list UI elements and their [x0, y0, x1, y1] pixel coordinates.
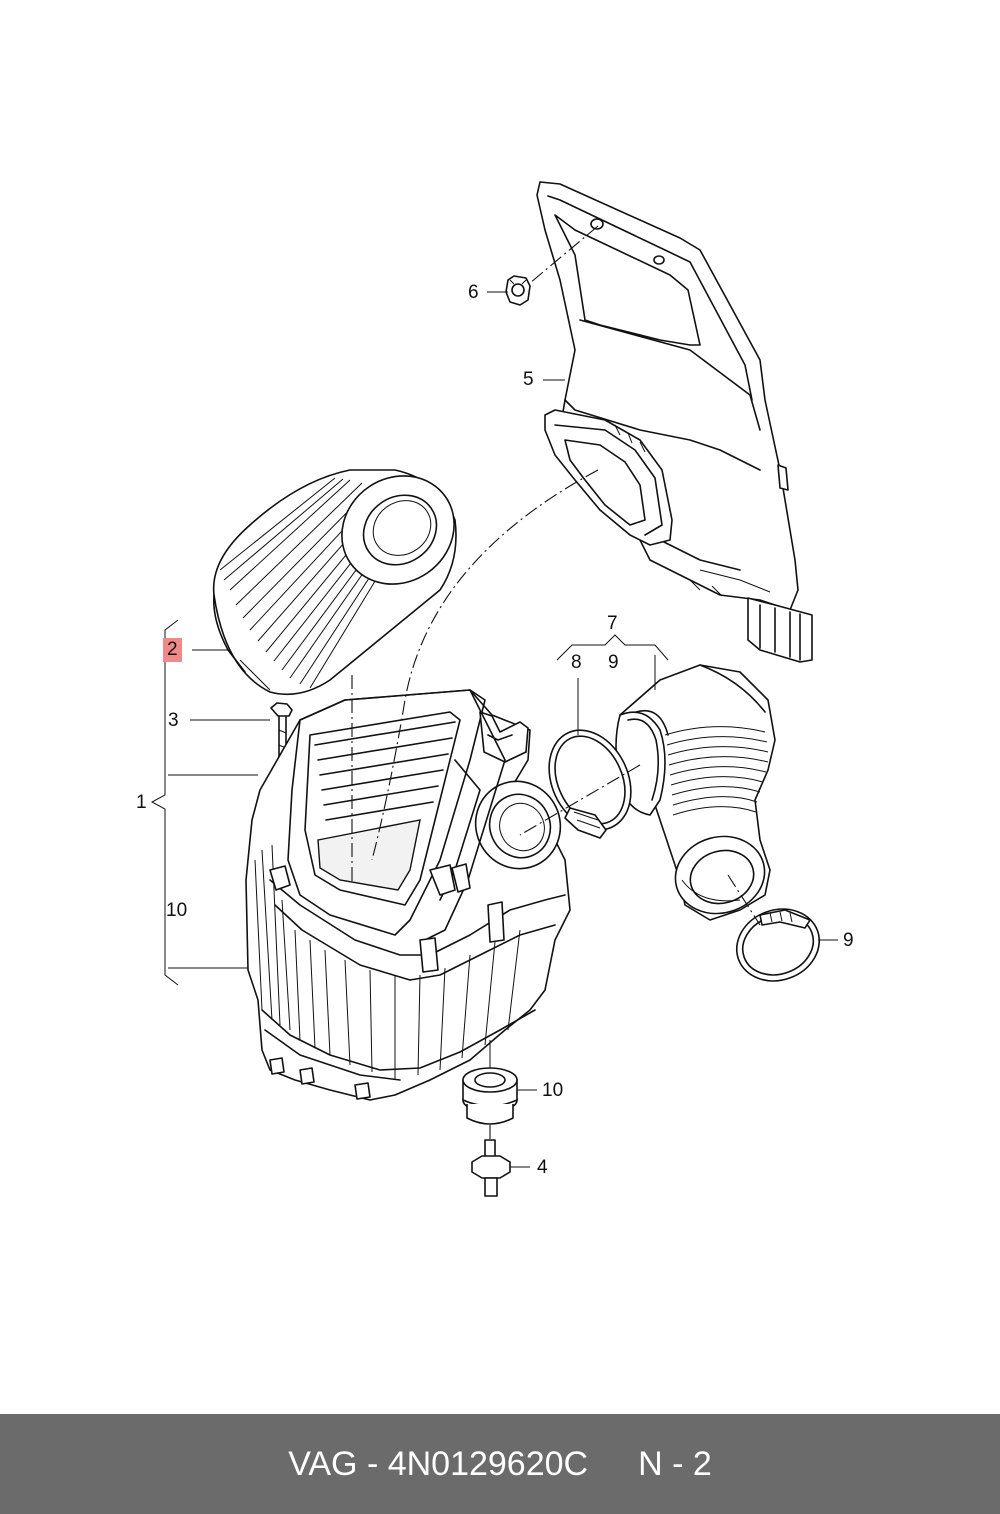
leader-lines: [150, 291, 838, 1168]
part-number-text: VAG - 4N0129620C: [288, 1444, 589, 1483]
parts-diagram: [150, 181, 838, 1197]
clamp-part-8: [548, 729, 632, 839]
air-filter-element-part-2: [212, 469, 457, 696]
callout-label-4: 4: [537, 1157, 548, 1178]
nut-part-6: [505, 275, 531, 306]
intake-hose-part-7: [615, 664, 776, 921]
callout-label-2: 2: [163, 638, 182, 662]
callout-label-7: 7: [607, 613, 618, 634]
clamp-part-9: [735, 908, 821, 982]
part-number-footer: VAG - 4N0129620C N - 2: [0, 1414, 1000, 1514]
intake-duct-part-5: [536, 181, 813, 663]
callout-label-8: 8: [571, 652, 582, 673]
callout-label-9-upper: 9: [608, 652, 619, 673]
callout-label-9-lower: 9: [843, 930, 854, 951]
air-filter-housing-part-1: [245, 689, 571, 1101]
callout-label-6: 6: [468, 282, 479, 303]
callout-label-5: 5: [523, 369, 534, 390]
assembly-lines: [351, 225, 761, 1140]
bolt-part-4: [471, 1139, 511, 1197]
callout-label-10-grommet: 10: [542, 1080, 564, 1101]
grommet-part-10: [462, 1067, 518, 1125]
callout-label-3: 3: [168, 710, 179, 731]
callout-label-10-housing: 10: [166, 900, 188, 921]
diagram-page-ref: N - 2: [638, 1444, 712, 1483]
callout-label-1: 1: [136, 792, 147, 813]
